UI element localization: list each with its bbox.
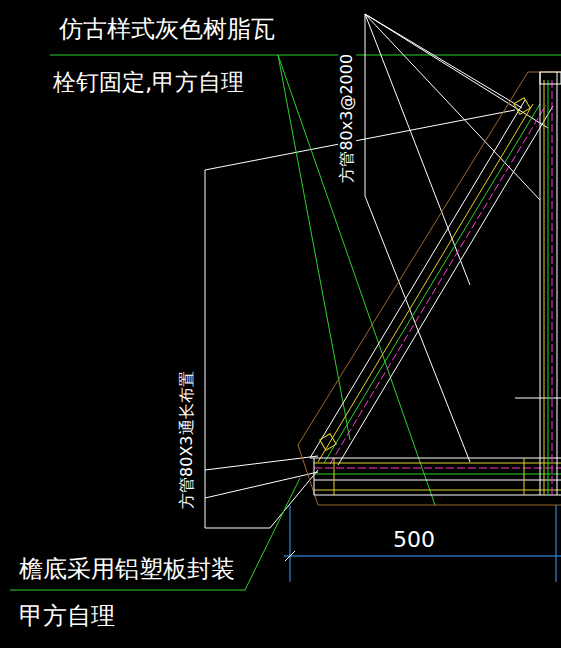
dimension-value: 500 bbox=[392, 527, 436, 552]
soffit-note: 檐底采用铝塑板封装 bbox=[18, 556, 236, 584]
material-note: 仿古样式灰色树脂瓦 bbox=[58, 16, 276, 44]
fixing-note: 栓钉固定,甲方自理 bbox=[52, 69, 245, 95]
member-spec: 方管80x3@2000 bbox=[338, 53, 356, 184]
member-spec: 方管80X3通长布置 bbox=[178, 370, 196, 510]
owner-note: 甲方自理 bbox=[18, 603, 116, 631]
